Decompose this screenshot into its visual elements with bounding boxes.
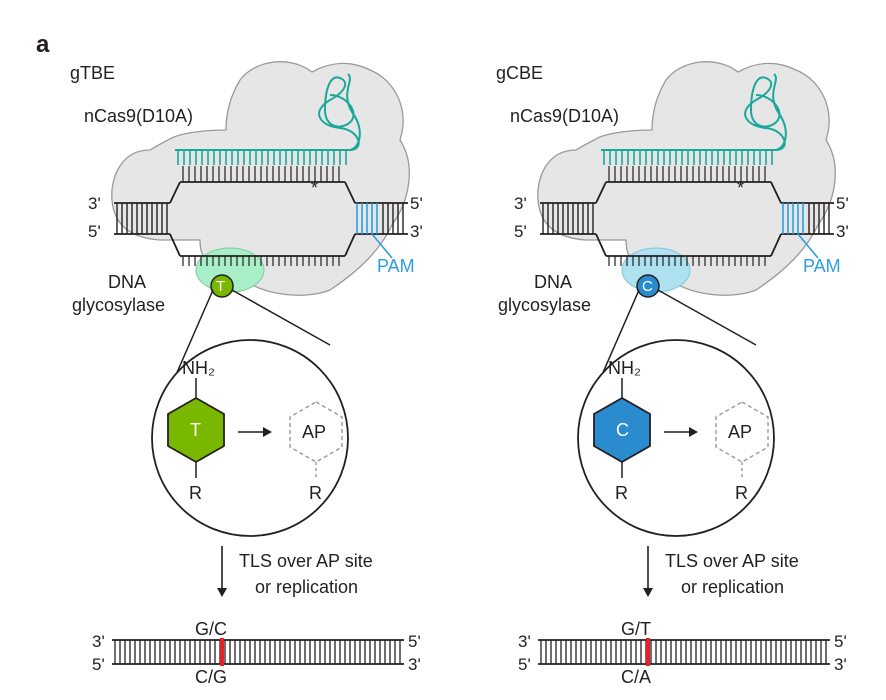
pam-pointer — [797, 233, 819, 259]
reaction-arrowhead-icon — [263, 427, 272, 437]
result-end-5-right: 5' — [834, 632, 847, 651]
pam-label: PAM — [803, 256, 841, 276]
dna-strand — [595, 233, 607, 257]
dna-strand — [770, 181, 782, 204]
pam-label: PAM — [377, 256, 415, 276]
end-label-5-right: 5' — [410, 194, 423, 213]
result-end-3-right: 3' — [834, 655, 847, 674]
panel-gtbe: * 3' 5' 5' 3' PAM gTBE nCas9(D10A) DNA g… — [70, 61, 423, 687]
guide-rna — [175, 73, 361, 151]
r-label: R — [615, 483, 628, 503]
process-label-line2: or replication — [681, 577, 784, 597]
end-label-5-left: 5' — [88, 222, 101, 241]
end-label-5-right: 5' — [836, 194, 849, 213]
result-bottom-label: C/G — [195, 667, 227, 687]
end-label-5-left: 5' — [514, 222, 527, 241]
reaction-arrowhead-icon — [689, 427, 698, 437]
hexagon-base-label: C — [616, 420, 629, 440]
dna-strand — [344, 233, 356, 257]
nh2-label: NH₂ — [608, 358, 641, 378]
cas-label: nCas9(D10A) — [510, 106, 619, 126]
ap-r-label: R — [735, 483, 748, 503]
enzyme-label-line1: DNA — [108, 272, 146, 292]
end-label-3-right: 3' — [836, 222, 849, 241]
result-end-3-left: 3' — [518, 632, 531, 651]
end-label-3-left: 3' — [514, 194, 527, 213]
nick-marker-icon: * — [737, 178, 744, 198]
magnification-circle — [577, 339, 775, 537]
process-arrowhead-icon — [643, 588, 653, 597]
editor-label: gCBE — [496, 63, 543, 83]
ap-hexagon — [289, 401, 343, 463]
dna-strand — [595, 181, 607, 204]
hexagon-base-label: T — [190, 420, 201, 440]
r-label: R — [189, 483, 202, 503]
target-base-label: T — [216, 278, 225, 295]
nick-marker-icon: * — [311, 178, 318, 198]
target-base-icon — [210, 274, 234, 298]
guide-rna — [601, 73, 787, 151]
result-bottom-label: C/A — [621, 667, 651, 687]
cas-label: nCas9(D10A) — [84, 106, 193, 126]
zoom-line-right — [657, 289, 757, 346]
result-end-5-left: 5' — [92, 655, 105, 674]
editor-label: gTBE — [70, 63, 115, 83]
result-end-5-right: 5' — [408, 632, 421, 651]
guide-rna-rungs — [177, 151, 347, 165]
process-label-line1: TLS over AP site — [239, 551, 373, 571]
magnification-circle — [151, 339, 349, 537]
pam-pointer — [371, 233, 393, 259]
target-base-icon — [636, 274, 660, 298]
dna-duplex — [540, 166, 834, 266]
process-label-line1: TLS over AP site — [665, 551, 799, 571]
panel-letter: a — [36, 31, 50, 58]
panel-gcbe: * 3' 5' 5' 3' PAM gCBE nCas9(D10A) DNA g… — [496, 61, 849, 687]
enzyme-label-line2: glycosylase — [498, 295, 591, 315]
process-label-line2: or replication — [255, 577, 358, 597]
enzyme-label-line1: DNA — [534, 272, 572, 292]
dna-strand — [169, 233, 181, 257]
zoom-line-right — [231, 289, 331, 346]
result-top-label: G/T — [621, 619, 651, 639]
dna-strand — [344, 181, 356, 204]
enzyme-label-line2: glycosylase — [72, 295, 165, 315]
ap-label: AP — [302, 422, 326, 442]
target-base-label: C — [642, 278, 653, 295]
result-top-label: G/C — [195, 619, 227, 639]
result-end-5-left: 5' — [518, 655, 531, 674]
result-end-3-right: 3' — [408, 655, 421, 674]
ap-label: AP — [728, 422, 752, 442]
result-dna-duplex — [112, 638, 404, 666]
result-dna-duplex — [538, 638, 830, 666]
dna-strand — [169, 181, 181, 204]
ap-hexagon — [715, 401, 769, 463]
result-end-3-left: 3' — [92, 632, 105, 651]
guide-rna-rungs — [603, 151, 773, 165]
process-arrowhead-icon — [217, 588, 227, 597]
end-label-3-right: 3' — [410, 222, 423, 241]
ap-r-label: R — [309, 483, 322, 503]
nh2-label: NH₂ — [182, 358, 215, 378]
dna-duplex — [114, 166, 408, 266]
end-label-3-left: 3' — [88, 194, 101, 213]
dna-strand — [770, 233, 782, 257]
